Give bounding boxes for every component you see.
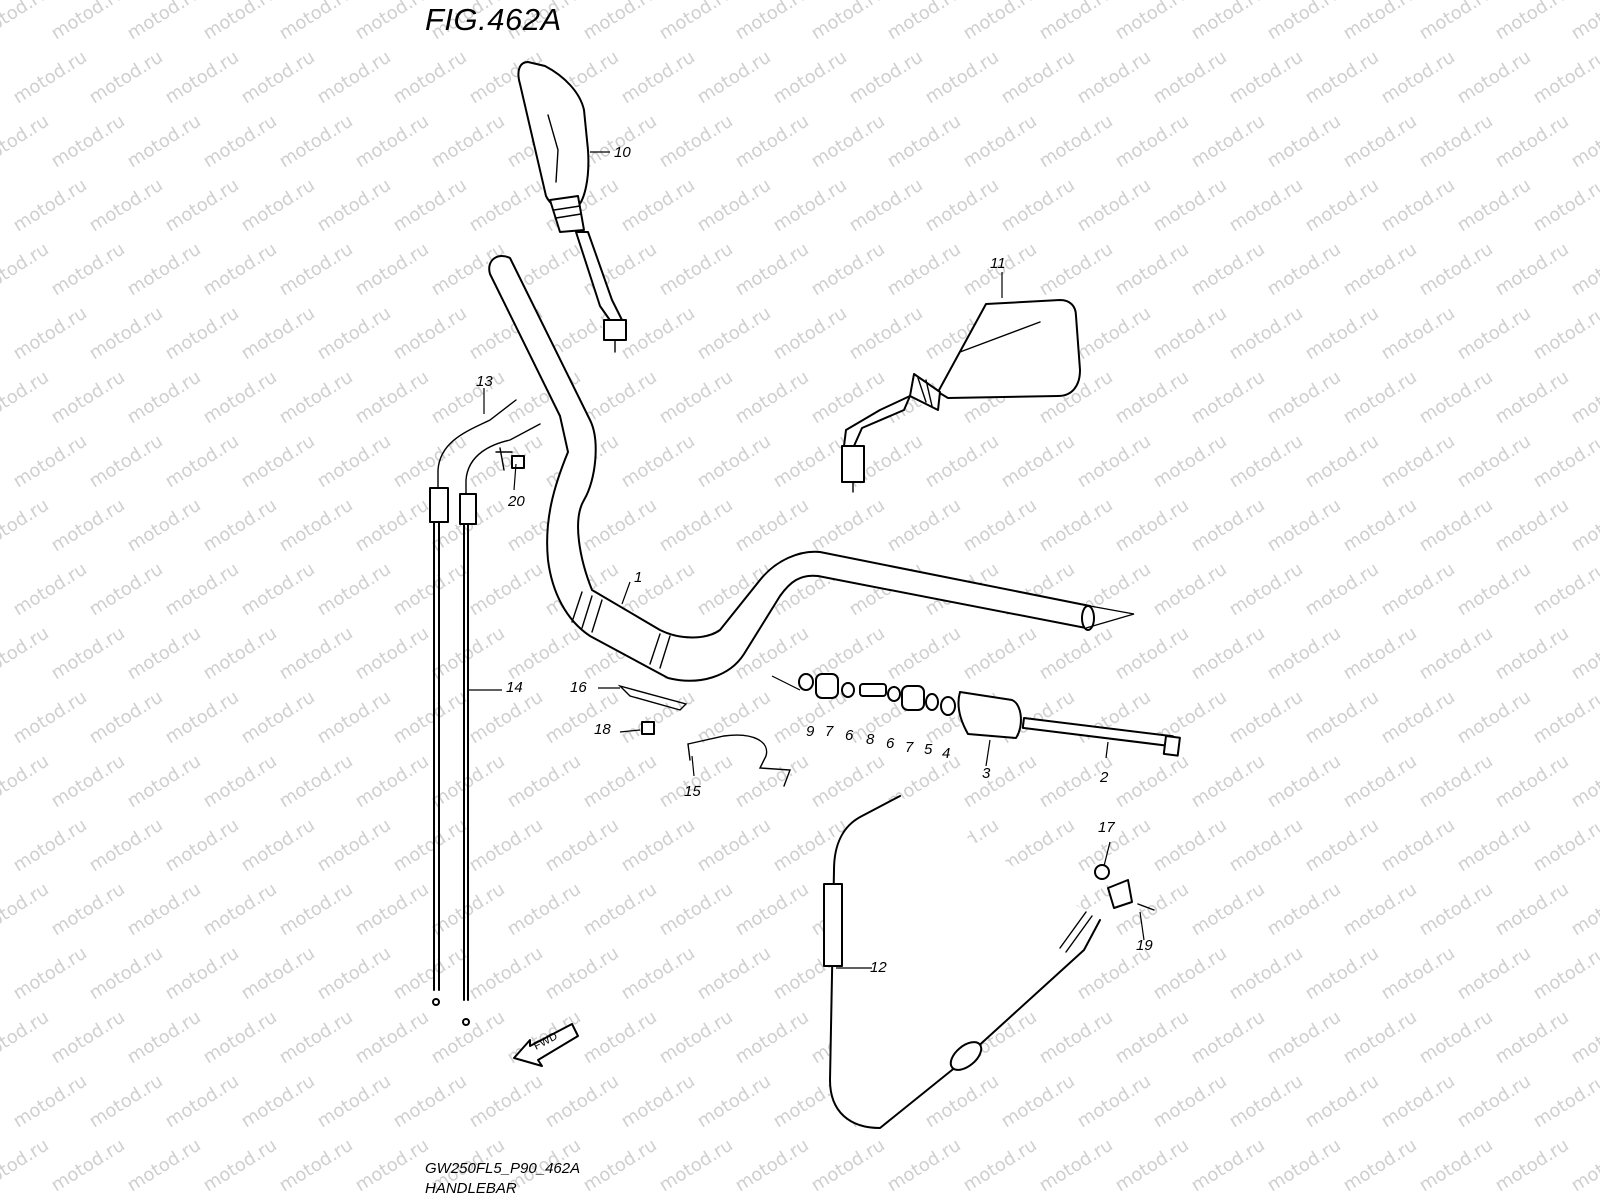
callout-12: 12: [870, 959, 887, 976]
figure-name: HANDLEBAR: [425, 1180, 517, 1197]
figure-title: FIG.462A: [425, 2, 562, 37]
small-brackets: [511, 455, 791, 787]
callout-16: 16: [570, 679, 587, 696]
callout-5: 5: [924, 741, 933, 758]
callout-19: 19: [1136, 937, 1153, 954]
callout-13: 13: [476, 373, 493, 390]
bar-end-assembly: [798, 673, 1181, 757]
throttle-cables: [429, 399, 541, 1026]
callout-14: 14: [506, 679, 523, 696]
callout-7b: 7: [905, 739, 914, 756]
callout-9: 9: [806, 723, 815, 740]
leader-lines: [468, 151, 1145, 969]
callout-20: 20: [507, 493, 525, 510]
callout-3: 3: [982, 765, 991, 782]
callout-11: 11: [990, 255, 1006, 272]
callout-2: 2: [1099, 769, 1109, 786]
callout-7: 7: [825, 723, 834, 740]
callout-6: 6: [845, 727, 854, 744]
callouts: 1 2 3 4 5 6 7 8 9 6 7 10 11 12 13 14 15 …: [476, 144, 1153, 976]
callout-15: 15: [684, 783, 701, 800]
callout-10: 10: [614, 144, 631, 161]
fwd-arrow: FWD: [513, 1023, 579, 1067]
callout-1: 1: [634, 569, 642, 586]
callout-6b: 6: [886, 735, 895, 752]
callout-18: 18: [594, 721, 611, 738]
callout-8: 8: [866, 731, 875, 748]
mirror-right: [841, 299, 1081, 493]
callout-17: 17: [1098, 819, 1115, 836]
figure-code: GW250FL5_P90_462A: [425, 1160, 581, 1177]
clutch-cable: [823, 795, 1155, 1129]
handlebar: [488, 255, 1135, 691]
mirror-left: [517, 61, 627, 353]
callout-4: 4: [942, 745, 950, 762]
